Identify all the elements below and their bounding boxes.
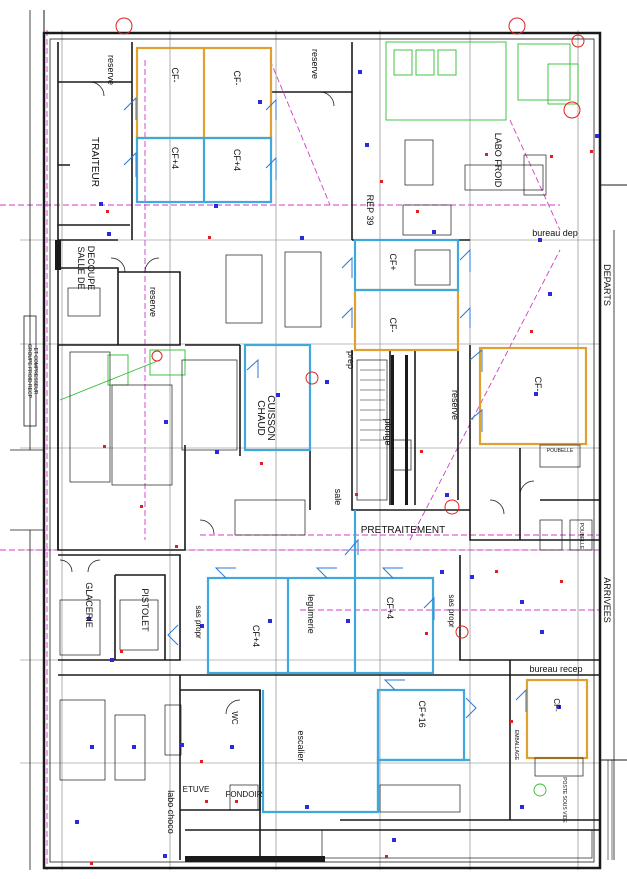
label-pretraitement: PRETRAITEMENT — [361, 525, 445, 536]
blue-markers — [75, 70, 599, 858]
label-arrivees: ARRIVEES — [602, 577, 612, 623]
label-cf-plus4-right: CF+4 — [232, 149, 242, 171]
label-escalier: escalier — [296, 730, 306, 761]
label-sas-propr-left: sas propr — [194, 605, 203, 639]
label-reserve-corridor: reserve — [310, 49, 320, 79]
label-salle-decoupe-1: SALLE DE — [76, 246, 86, 289]
label-traiteur: TRAITEUR — [89, 137, 100, 187]
red-circle-markers — [115, 17, 585, 639]
label-cuisson-1: CUISSON — [265, 395, 276, 441]
label-cf-minus-right: CF- — [533, 377, 543, 392]
door-swings — [123, 96, 527, 719]
label-glacerie: GLACERIE — [84, 582, 94, 628]
label-cf-top-right: CF- — [232, 71, 242, 86]
red-markers — [90, 150, 593, 865]
label-bureau-recep: bureau recep — [529, 664, 582, 674]
label-cf-minus-bottom: CF- — [552, 698, 561, 712]
label-pistolet: PISTOLET — [140, 588, 150, 632]
label-labo-choco: labo choco — [166, 790, 176, 834]
label-plonge: plonge — [383, 418, 393, 445]
label-labo-froid: LABO FROID — [493, 133, 503, 188]
label-legumerie: legumerie — [306, 594, 316, 634]
label-cf-top-left: CF- — [170, 68, 180, 83]
side-labels: DEPARTS ARRIVEES GROUPE FROID RECP ET CO… — [26, 264, 612, 623]
label-departs: DEPARTS — [602, 264, 612, 306]
label-groupe-froid-2: ET COMPRESSEUR — [32, 348, 38, 395]
label-poubelle-2: POUBELLE — [578, 523, 584, 550]
label-reserve-right: reserve — [450, 390, 460, 420]
label-cf-plus16: CF+16 — [417, 700, 427, 727]
label-prep: prep — [346, 351, 356, 369]
label-rep-39: REP 39 — [365, 195, 375, 226]
label-cf-plus-mid: CF+ — [388, 253, 398, 270]
equipment — [59, 139, 593, 859]
door-arcs — [59, 81, 535, 715]
blue-cold-rooms — [135, 136, 470, 814]
label-reserve-top: reserve — [106, 55, 116, 85]
label-fondoir: FONDOIR — [226, 790, 263, 799]
label-salle-decoupe-2: DECOUPE — [86, 246, 96, 291]
groupe-froid-box — [23, 315, 37, 427]
outer-walls — [10, 10, 627, 870]
label-etuve: ETUVE — [183, 785, 210, 794]
label-emballage: EMBALLAGE — [513, 730, 519, 761]
label-reserve-mid: reserve — [148, 287, 158, 317]
label-cf-plus4-left: CF+4 — [170, 147, 180, 169]
label-cuisson-2: CHAUD — [255, 400, 266, 436]
label-sas-propr-right: sas propr — [447, 594, 456, 628]
label-cf-minus-mid: CF- — [388, 318, 398, 333]
label-sale: sale — [333, 489, 343, 506]
label-poste-sous-vide: POSTE SOUS VIDE — [561, 777, 567, 823]
label-cf-plus4-bottom: CF+4 — [251, 625, 261, 647]
staircase — [360, 369, 385, 441]
room-labels: reserve reserve TRAITEUR CF- CF- CF+4 CF… — [76, 49, 584, 834]
label-cf-plus4-bottom-right: CF+4 — [385, 597, 395, 619]
orange-cold-rooms — [135, 46, 589, 760]
label-bureau-dep: bureau dep — [532, 228, 578, 238]
label-groupe-froid-1: GROUPE FROID RECP — [26, 344, 32, 399]
label-wc: WC — [230, 711, 239, 725]
thick-walls — [55, 240, 408, 862]
label-poubelle-1: POUBELLE — [547, 448, 574, 454]
